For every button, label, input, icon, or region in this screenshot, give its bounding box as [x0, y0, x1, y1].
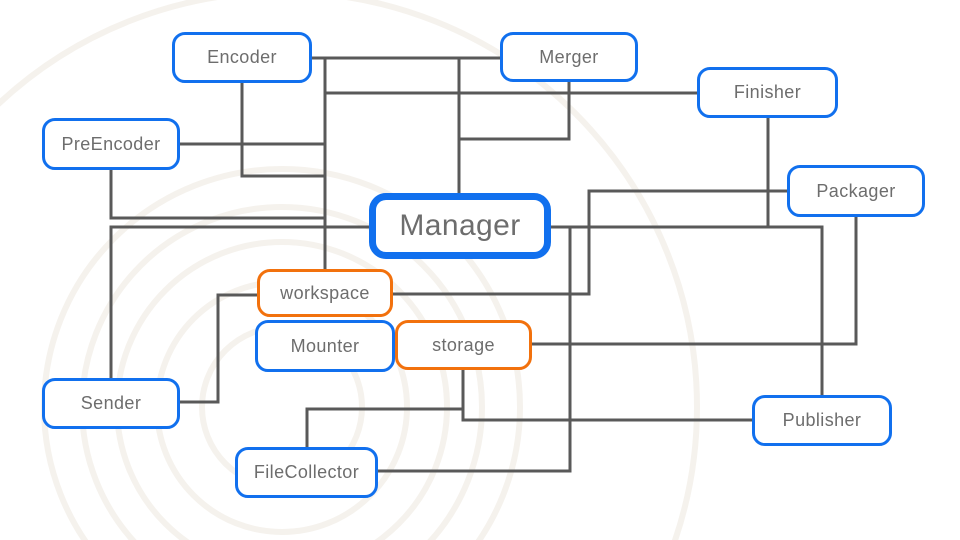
- node-label-finisher: Finisher: [733, 82, 802, 102]
- node-finisher[interactable]: Finisher: [697, 67, 838, 118]
- node-label-mounter: Mounter: [290, 335, 360, 356]
- edge-merger-bottom-to-channel: [459, 82, 571, 141]
- node-label-filecollector: FileCollector: [253, 462, 360, 482]
- edge-filecollector-to-manager-channel: [378, 227, 572, 473]
- edge-storage-to-publisher: [461, 405, 752, 422]
- node-sender[interactable]: Sender: [42, 378, 180, 429]
- node-storage[interactable]: storage: [395, 320, 532, 370]
- node-packager[interactable]: Packager: [787, 165, 925, 217]
- node-workspace[interactable]: workspace: [257, 269, 393, 317]
- node-filecollector[interactable]: FileCollector: [235, 447, 378, 498]
- edge-preencoder-bottom-channel: [109, 170, 325, 220]
- node-label-manager: Manager: [399, 209, 521, 242]
- node-mounter[interactable]: Mounter: [255, 320, 395, 372]
- node-manager[interactable]: Manager: [369, 193, 551, 259]
- node-label-merger: Merger: [539, 46, 599, 67]
- node-label-encoder: Encoder: [207, 47, 277, 67]
- edge-sender-to-workspace: [180, 293, 257, 404]
- node-label-workspace: workspace: [280, 282, 370, 303]
- edge-manager-right-to-publisher: [551, 225, 824, 395]
- watermark-ring: [0, 0, 700, 540]
- edge-storage-to-packager: [532, 217, 858, 346]
- node-label-packager: Packager: [816, 180, 896, 201]
- node-encoder[interactable]: Encoder: [172, 32, 312, 83]
- node-label-storage: storage: [432, 334, 495, 355]
- node-label-preencoder: PreEncoder: [61, 133, 161, 154]
- edge-manager-left-to-sender: [109, 225, 369, 378]
- edge-storage-to-filecollector: [305, 370, 465, 447]
- node-label-sender: Sender: [80, 393, 142, 413]
- edge-encoder-bottom-channel: [240, 83, 325, 178]
- edge-workspace-to-packager: [393, 189, 787, 296]
- node-publisher[interactable]: Publisher: [752, 395, 892, 446]
- node-label-publisher: Publisher: [782, 410, 862, 430]
- node-merger[interactable]: Merger: [500, 32, 638, 82]
- node-preencoder[interactable]: PreEncoder: [42, 118, 180, 170]
